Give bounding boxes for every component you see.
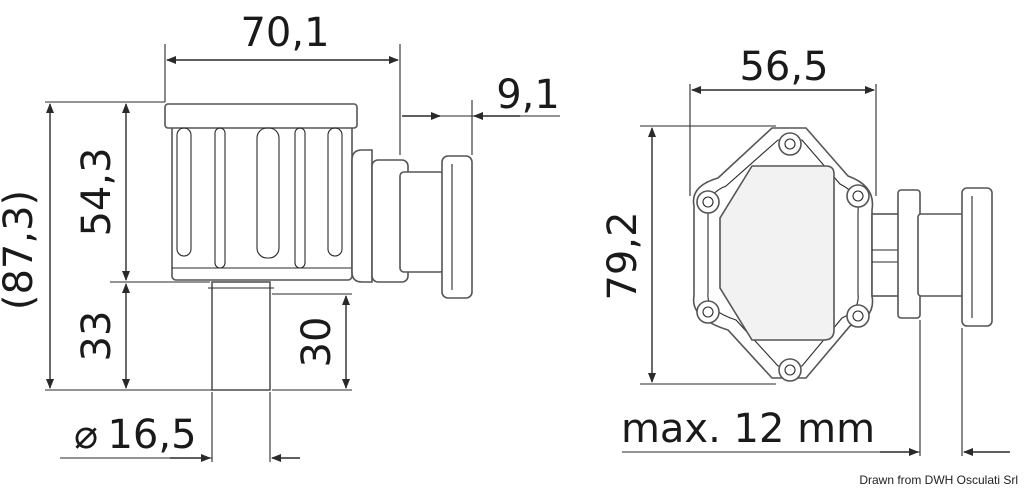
side-view: 70,1 9,1 (87,3) 54,3 33 30 ⌀ 16,5: [0, 10, 560, 462]
dim-offset-right: 9,1: [496, 72, 560, 118]
credit-text: Drawn from DWH Osculati Srl: [859, 473, 1018, 487]
dim-diameter-symbol: ⌀: [74, 412, 98, 458]
bolt-holes: [696, 132, 870, 382]
flange-outer-ring: [961, 187, 993, 327]
flange-view: 56,5 79,2 max. 12 mm: [600, 44, 1010, 456]
dim-height-lower: 33: [74, 311, 120, 362]
dim-flange-height: 79,2: [600, 211, 646, 300]
flange-nozzle: [897, 189, 921, 319]
dim-height-upper: 54,3: [74, 147, 120, 236]
pump-top-rim: [164, 103, 358, 129]
dim-max-thickness: max. 12 mm: [621, 406, 875, 452]
side-port-flange: [441, 155, 473, 299]
dim-flange-width: 56,5: [739, 44, 828, 90]
dim-diameter: 16,5: [107, 412, 196, 458]
dim-height-total: (87,3): [0, 190, 42, 310]
outlet-pipe: [211, 281, 271, 391]
dim-height-outlet: 30: [294, 317, 340, 368]
flange-window: [719, 165, 835, 341]
dim-width-top: 70,1: [240, 10, 329, 56]
